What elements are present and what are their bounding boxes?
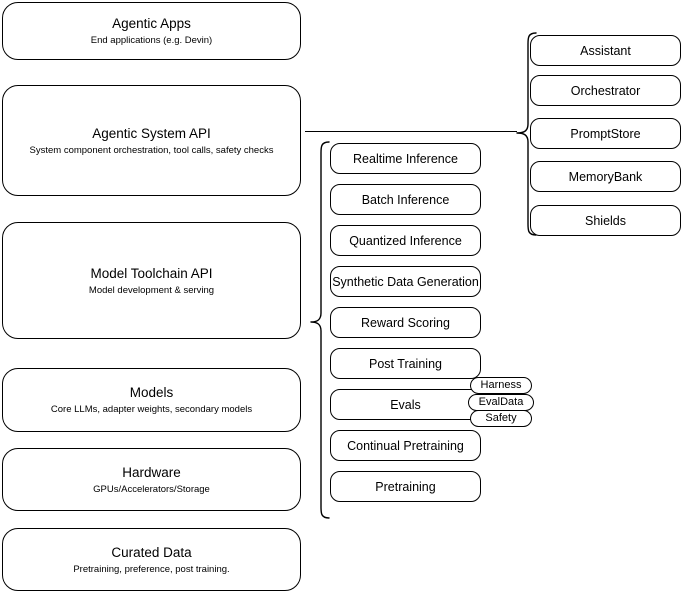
brace-toolchain-capabilities xyxy=(306,141,330,519)
capability-label: Evals xyxy=(390,397,421,412)
capability-quantized-inference[interactable]: Quantized Inference xyxy=(330,225,481,256)
layer-subtitle: System component orchestration, tool cal… xyxy=(29,144,274,156)
capability-label: Continual Pretraining xyxy=(347,438,464,453)
layer-subtitle: Pretraining, preference, post training. xyxy=(73,563,230,575)
capability-evals[interactable]: Evals xyxy=(330,389,481,420)
layer-agentic-system-api[interactable]: Agentic System API System component orch… xyxy=(2,85,301,196)
capability-reward-scoring[interactable]: Reward Scoring xyxy=(330,307,481,338)
component-label: Assistant xyxy=(580,43,631,58)
layer-curated-data[interactable]: Curated Data Pretraining, preference, po… xyxy=(2,528,301,591)
eval-badge-harness[interactable]: Harness xyxy=(470,377,532,394)
eval-badge-label: EvalData xyxy=(478,396,524,408)
layer-subtitle: GPUs/Accelerators/Storage xyxy=(93,483,210,495)
layer-title: Curated Data xyxy=(111,544,192,560)
component-label: Orchestrator xyxy=(570,83,641,98)
layer-title: Agentic System API xyxy=(92,125,211,141)
component-label: Shields xyxy=(585,213,626,228)
connector-system-api-to-components xyxy=(305,131,517,132)
eval-badge-label: Harness xyxy=(480,379,522,391)
component-promptstore[interactable]: PromptStore xyxy=(530,118,681,149)
layer-title: Models xyxy=(129,385,174,400)
layer-title: Hardware xyxy=(122,464,181,480)
layer-title: Model Toolchain API xyxy=(90,265,213,281)
capability-label: Post Training xyxy=(369,356,442,371)
component-memorybank[interactable]: MemoryBank xyxy=(530,161,681,192)
component-orchestrator[interactable]: Orchestrator xyxy=(530,75,681,106)
layer-agentic-apps[interactable]: Agentic Apps End applications (e.g. Devi… xyxy=(2,2,301,60)
capability-label: Quantized Inference xyxy=(349,233,462,248)
component-shields[interactable]: Shields xyxy=(530,205,681,236)
component-label: MemoryBank xyxy=(568,169,643,184)
capability-realtime-inference[interactable]: Realtime Inference xyxy=(330,143,481,174)
layer-subtitle: End applications (e.g. Devin) xyxy=(90,35,213,46)
layer-models[interactable]: Models Core LLMs, adapter weights, secon… xyxy=(2,368,301,432)
eval-badge-safety[interactable]: Safety xyxy=(470,410,532,427)
capability-batch-inference[interactable]: Batch Inference xyxy=(330,184,481,215)
capability-post-training[interactable]: Post Training xyxy=(330,348,481,379)
capability-pretraining[interactable]: Pretraining xyxy=(330,471,481,502)
layer-hardware[interactable]: Hardware GPUs/Accelerators/Storage xyxy=(2,448,301,511)
capability-label: Pretraining xyxy=(375,479,436,494)
capability-label: Batch Inference xyxy=(361,192,450,207)
component-assistant[interactable]: Assistant xyxy=(530,35,681,66)
component-label: PromptStore xyxy=(570,126,641,141)
capability-continual-pretraining[interactable]: Continual Pretraining xyxy=(330,430,481,461)
layer-title: Agentic Apps xyxy=(112,16,191,31)
capability-label: Reward Scoring xyxy=(361,315,450,330)
capability-synthetic-data-generation[interactable]: Synthetic Data Generation xyxy=(330,266,481,297)
eval-badge-label: Safety xyxy=(485,412,517,424)
layer-model-toolchain-api[interactable]: Model Toolchain API Model development & … xyxy=(2,222,301,339)
eval-badge-evaldata[interactable]: EvalData xyxy=(468,394,534,411)
layer-subtitle: Core LLMs, adapter weights, secondary mo… xyxy=(50,404,253,415)
layer-subtitle: Model development & serving xyxy=(88,284,215,296)
capability-label: Synthetic Data Generation xyxy=(332,274,479,289)
capability-label: Realtime Inference xyxy=(353,151,458,166)
